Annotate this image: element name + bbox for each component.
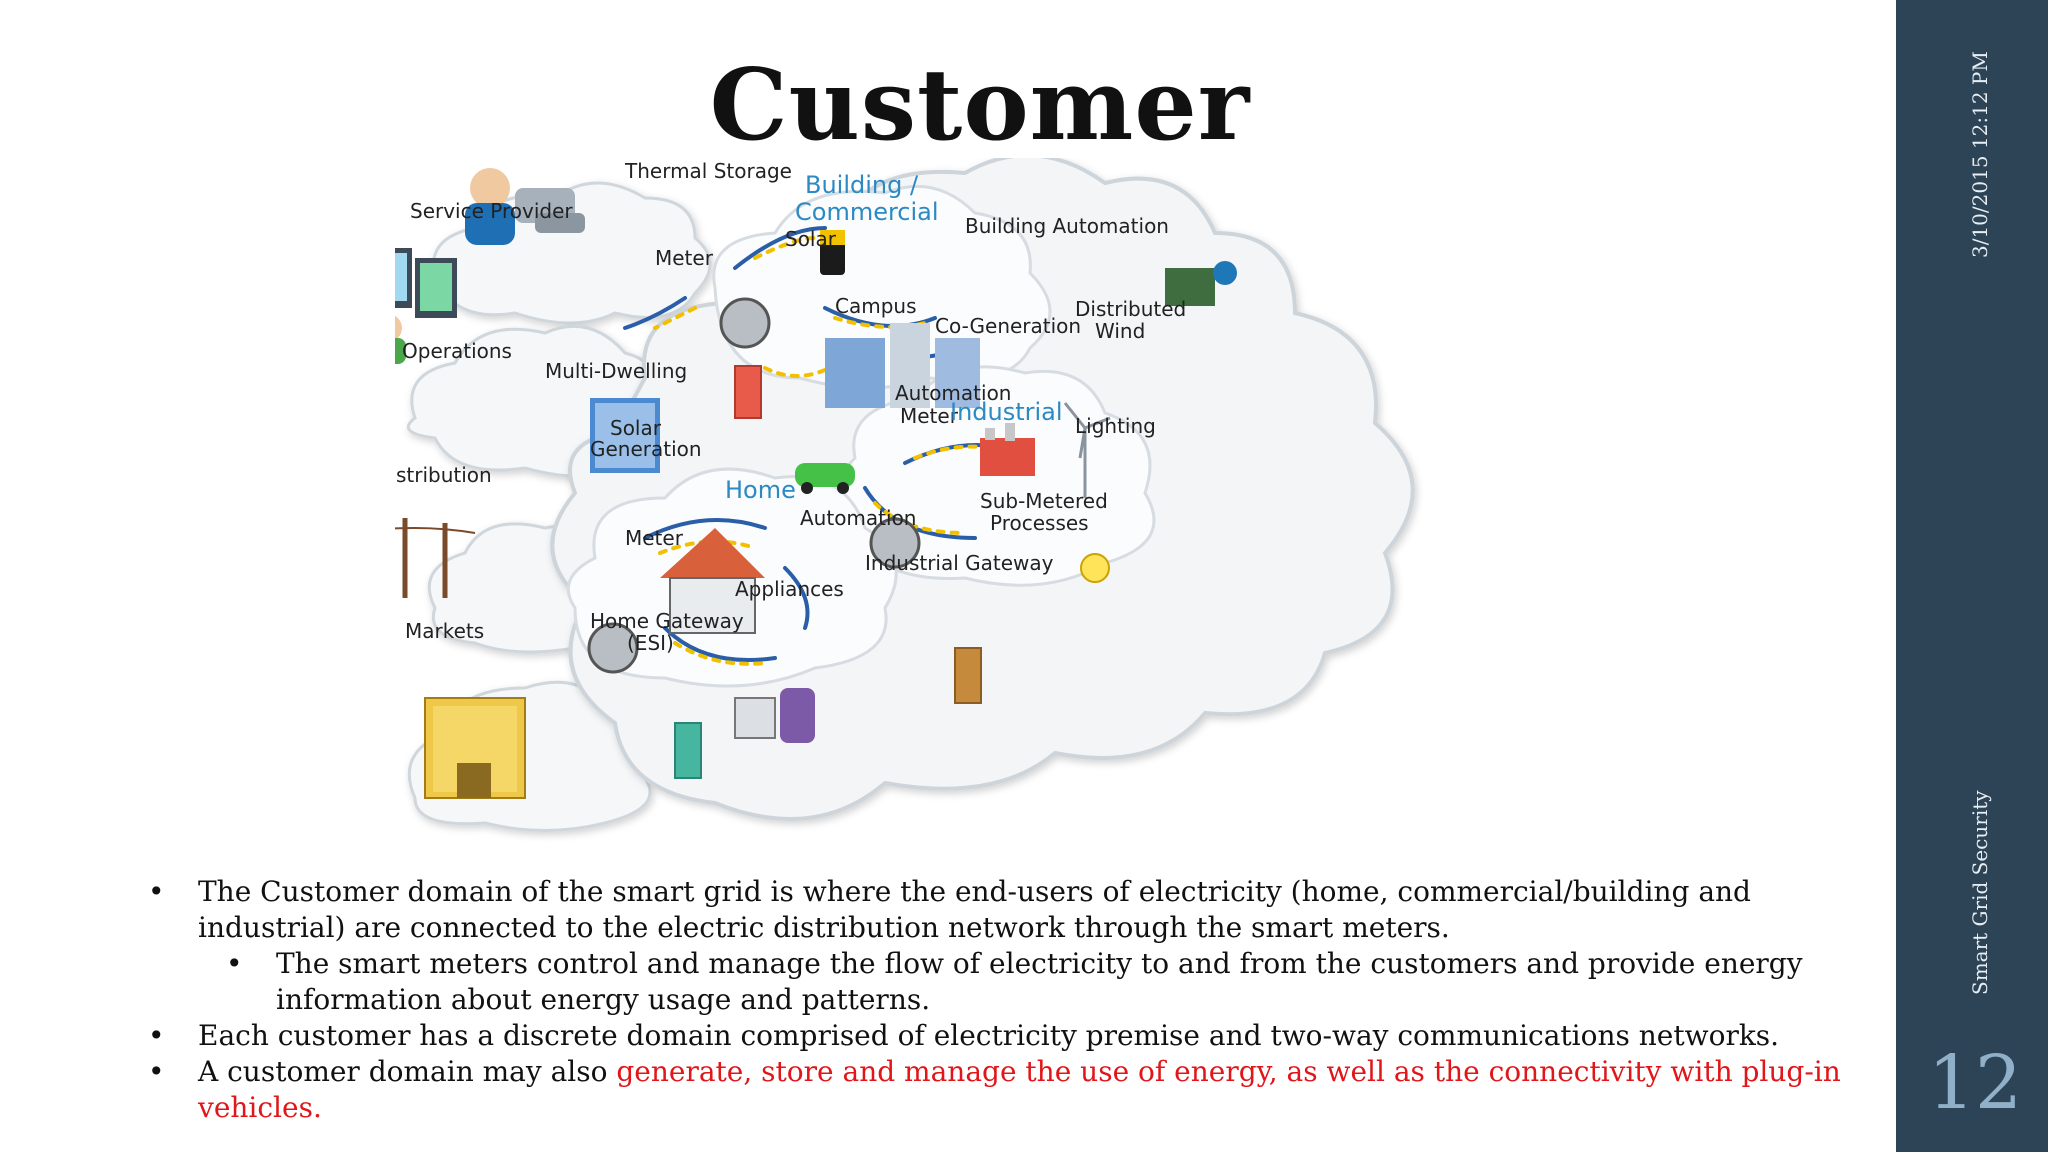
label-markets: Markets bbox=[405, 619, 484, 643]
label-solar: Solar bbox=[785, 227, 837, 251]
label-meter-industrial: Meter bbox=[900, 404, 959, 428]
bullet-text-3-plain: A customer domain may also bbox=[198, 1055, 617, 1088]
label-automation-industrial: Automation bbox=[895, 381, 1011, 405]
customer-domain-diagram: Service Provider Operations Distribution… bbox=[395, 158, 1415, 832]
lighting-icon bbox=[1080, 553, 1110, 583]
label-sub-metered-1: Sub-Metered bbox=[980, 489, 1108, 513]
bullet-item: • Each customer has a discrete domain co… bbox=[148, 1018, 1888, 1054]
appliances-icon bbox=[734, 688, 815, 743]
bullet-item: • The Customer domain of the smart grid … bbox=[148, 874, 1888, 946]
slide-date: 3/10/2015 12:12 PM bbox=[1968, 51, 1992, 258]
label-co-generation: Co-Generation bbox=[935, 314, 1081, 338]
slide-title: Customer bbox=[709, 48, 1251, 163]
label-meter-home: Meter bbox=[625, 526, 684, 550]
electric-car-icon bbox=[795, 463, 855, 494]
slide-footer: Smart Grid Security bbox=[1968, 790, 1992, 995]
label-home: Home bbox=[725, 476, 796, 504]
label-solar-generation-1: Solar bbox=[610, 416, 662, 440]
bullet-glyph: • bbox=[226, 947, 243, 980]
label-building-automation: Building Automation bbox=[965, 214, 1169, 238]
label-service-provider: Service Provider bbox=[410, 199, 573, 223]
sidebar bbox=[1896, 0, 2048, 1152]
label-home-gateway-2: (ESI) bbox=[627, 631, 674, 655]
bullet-item-sub: • The smart meters control and manage th… bbox=[148, 946, 1888, 1018]
bullet-text-1-sub: The smart meters control and manage the … bbox=[276, 947, 1803, 1016]
label-meter-top: Meter bbox=[655, 246, 714, 270]
label-industrial: Industrial bbox=[950, 398, 1063, 426]
label-home-gateway-1: Home Gateway bbox=[590, 609, 744, 633]
label-thermal-storage: Thermal Storage bbox=[624, 159, 792, 183]
label-building-commercial-1: Building / bbox=[805, 171, 919, 199]
label-multi-dwelling: Multi-Dwelling bbox=[545, 359, 687, 383]
label-appliances: Appliances bbox=[735, 577, 844, 601]
bullet-list: • The Customer domain of the smart grid … bbox=[148, 874, 1888, 1126]
cloud-building bbox=[712, 184, 1052, 390]
service-provider-icon bbox=[465, 168, 585, 245]
bullet-text-1: The Customer domain of the smart grid is… bbox=[198, 875, 1751, 944]
label-distributed-wind-1: Distributed bbox=[1075, 297, 1186, 321]
bullet-text-2: Each customer has a discrete domain comp… bbox=[198, 1019, 1780, 1052]
markets-icon bbox=[424, 697, 526, 799]
label-distributed-wind-2: Wind bbox=[1095, 319, 1145, 343]
bullet-glyph: • bbox=[148, 1055, 165, 1088]
bullet-glyph: • bbox=[148, 875, 165, 908]
meter-icon bbox=[587, 297, 921, 674]
label-solar-generation-2: Generation bbox=[590, 437, 702, 461]
operations-icon bbox=[395, 248, 457, 364]
label-building-commercial-2: Commercial bbox=[795, 198, 939, 226]
label-automation-home: Automation bbox=[800, 506, 916, 530]
thermal-storage-icon bbox=[820, 230, 845, 275]
label-sub-metered-2: Processes bbox=[990, 511, 1089, 535]
label-operations: Operations bbox=[402, 339, 512, 363]
wind-turbine-icon bbox=[1063, 402, 1111, 498]
label-campus: Campus bbox=[835, 294, 917, 318]
page-number: 12 bbox=[1927, 1040, 2023, 1126]
label-distribution: Distribution bbox=[395, 463, 492, 487]
multi-dwelling-icon bbox=[590, 398, 660, 473]
label-lighting: Lighting bbox=[1075, 414, 1156, 438]
co-generation-icon bbox=[980, 423, 1035, 476]
bullet-item: • A customer domain may also generate, s… bbox=[148, 1054, 1888, 1126]
building-automation-icon bbox=[1165, 261, 1237, 306]
door-icon bbox=[674, 365, 982, 779]
label-industrial-gateway: Industrial Gateway bbox=[865, 551, 1054, 575]
solar-house-icon bbox=[660, 528, 765, 634]
bullet-glyph: • bbox=[148, 1019, 165, 1052]
campus-icon bbox=[825, 323, 980, 408]
bullet-text-3-highlight: generate, store and manage the use of en… bbox=[198, 1055, 1841, 1124]
distribution-icon bbox=[395, 518, 476, 598]
